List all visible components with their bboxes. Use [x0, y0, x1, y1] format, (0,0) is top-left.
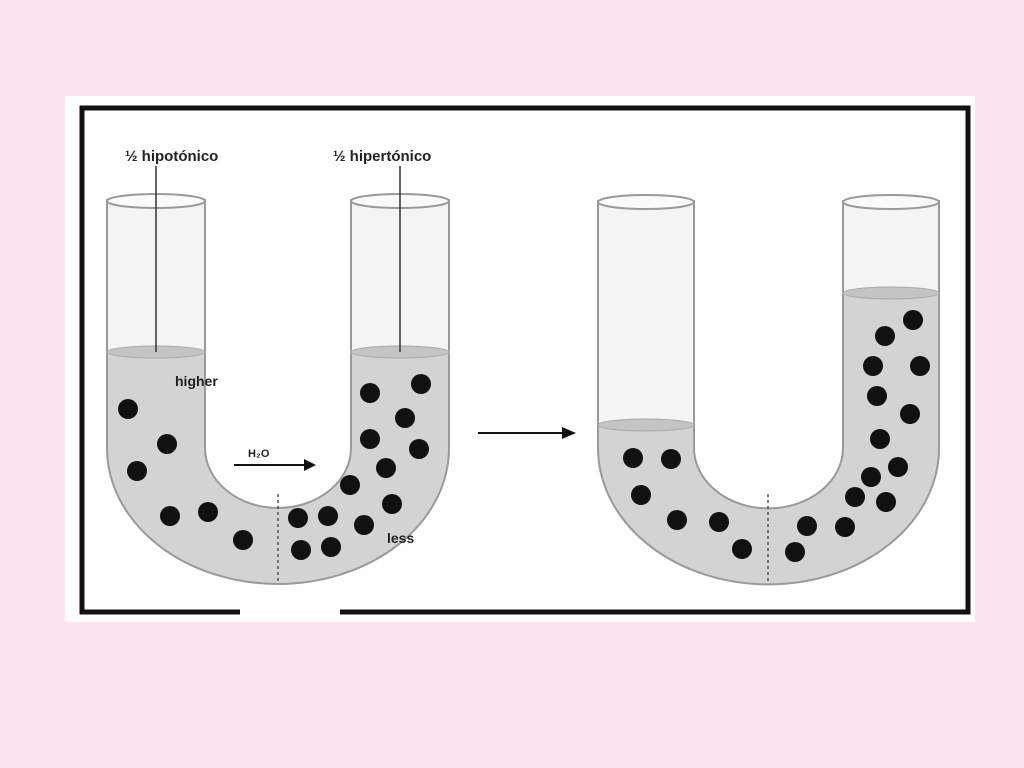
particle: [157, 434, 177, 454]
particle: [198, 502, 218, 522]
particle: [861, 467, 881, 487]
right-tube-right-rim: [842, 194, 940, 210]
left-tube-left-particles: [118, 399, 253, 550]
right-tube-right-arm-glass: [842, 200, 940, 294]
right-tube-left-particles: [623, 448, 752, 559]
right-tube-liquid: [597, 292, 940, 586]
figure-frame: [79, 105, 971, 615]
particle: [876, 492, 896, 512]
particle: [411, 374, 431, 394]
label-cover-strip: [240, 604, 340, 620]
hypotonic-label: ½ hipotónico: [125, 148, 218, 165]
particle: [888, 457, 908, 477]
particle: [903, 310, 923, 330]
left-u-tube: [106, 166, 450, 585]
particle: [845, 487, 865, 507]
particle: [233, 530, 253, 550]
particle: [875, 326, 895, 346]
right-tube-left-surface: [597, 418, 695, 432]
particle: [288, 508, 308, 528]
right-tube-left-rim: [597, 194, 695, 210]
water-arrow-head: [304, 459, 316, 471]
particle: [360, 383, 380, 403]
particle: [870, 429, 890, 449]
right-u-tube: [597, 194, 940, 586]
right-arrow-icon: [478, 427, 576, 439]
particle: [661, 449, 681, 469]
particle: [797, 516, 817, 536]
particle: [118, 399, 138, 419]
particle: [318, 506, 338, 526]
particle: [863, 356, 883, 376]
particle: [360, 429, 380, 449]
particle: [867, 386, 887, 406]
particle: [900, 404, 920, 424]
particle: [709, 512, 729, 532]
particle: [631, 485, 651, 505]
right-tube-right-surface: [842, 286, 940, 300]
particle: [785, 542, 805, 562]
hypertonic-label: ½ hipertónico: [333, 148, 431, 165]
particle: [291, 540, 311, 560]
right-tube-left-arm-glass: [597, 200, 695, 426]
particle: [732, 539, 752, 559]
particle: [160, 506, 180, 526]
particle: [835, 517, 855, 537]
particle: [623, 448, 643, 468]
particle: [354, 515, 374, 535]
left-tube-right-particles: [288, 374, 431, 560]
particle: [340, 475, 360, 495]
particle: [376, 458, 396, 478]
particle: [127, 461, 147, 481]
particle: [321, 537, 341, 557]
particle: [395, 408, 415, 428]
less-label: less: [387, 530, 414, 546]
particle: [910, 356, 930, 376]
higher-label: higher: [175, 373, 218, 389]
particle: [667, 510, 687, 530]
particle: [382, 494, 402, 514]
right-tube-right-particles: [785, 310, 930, 562]
particle: [409, 439, 429, 459]
water-label: H₂O: [248, 448, 270, 460]
